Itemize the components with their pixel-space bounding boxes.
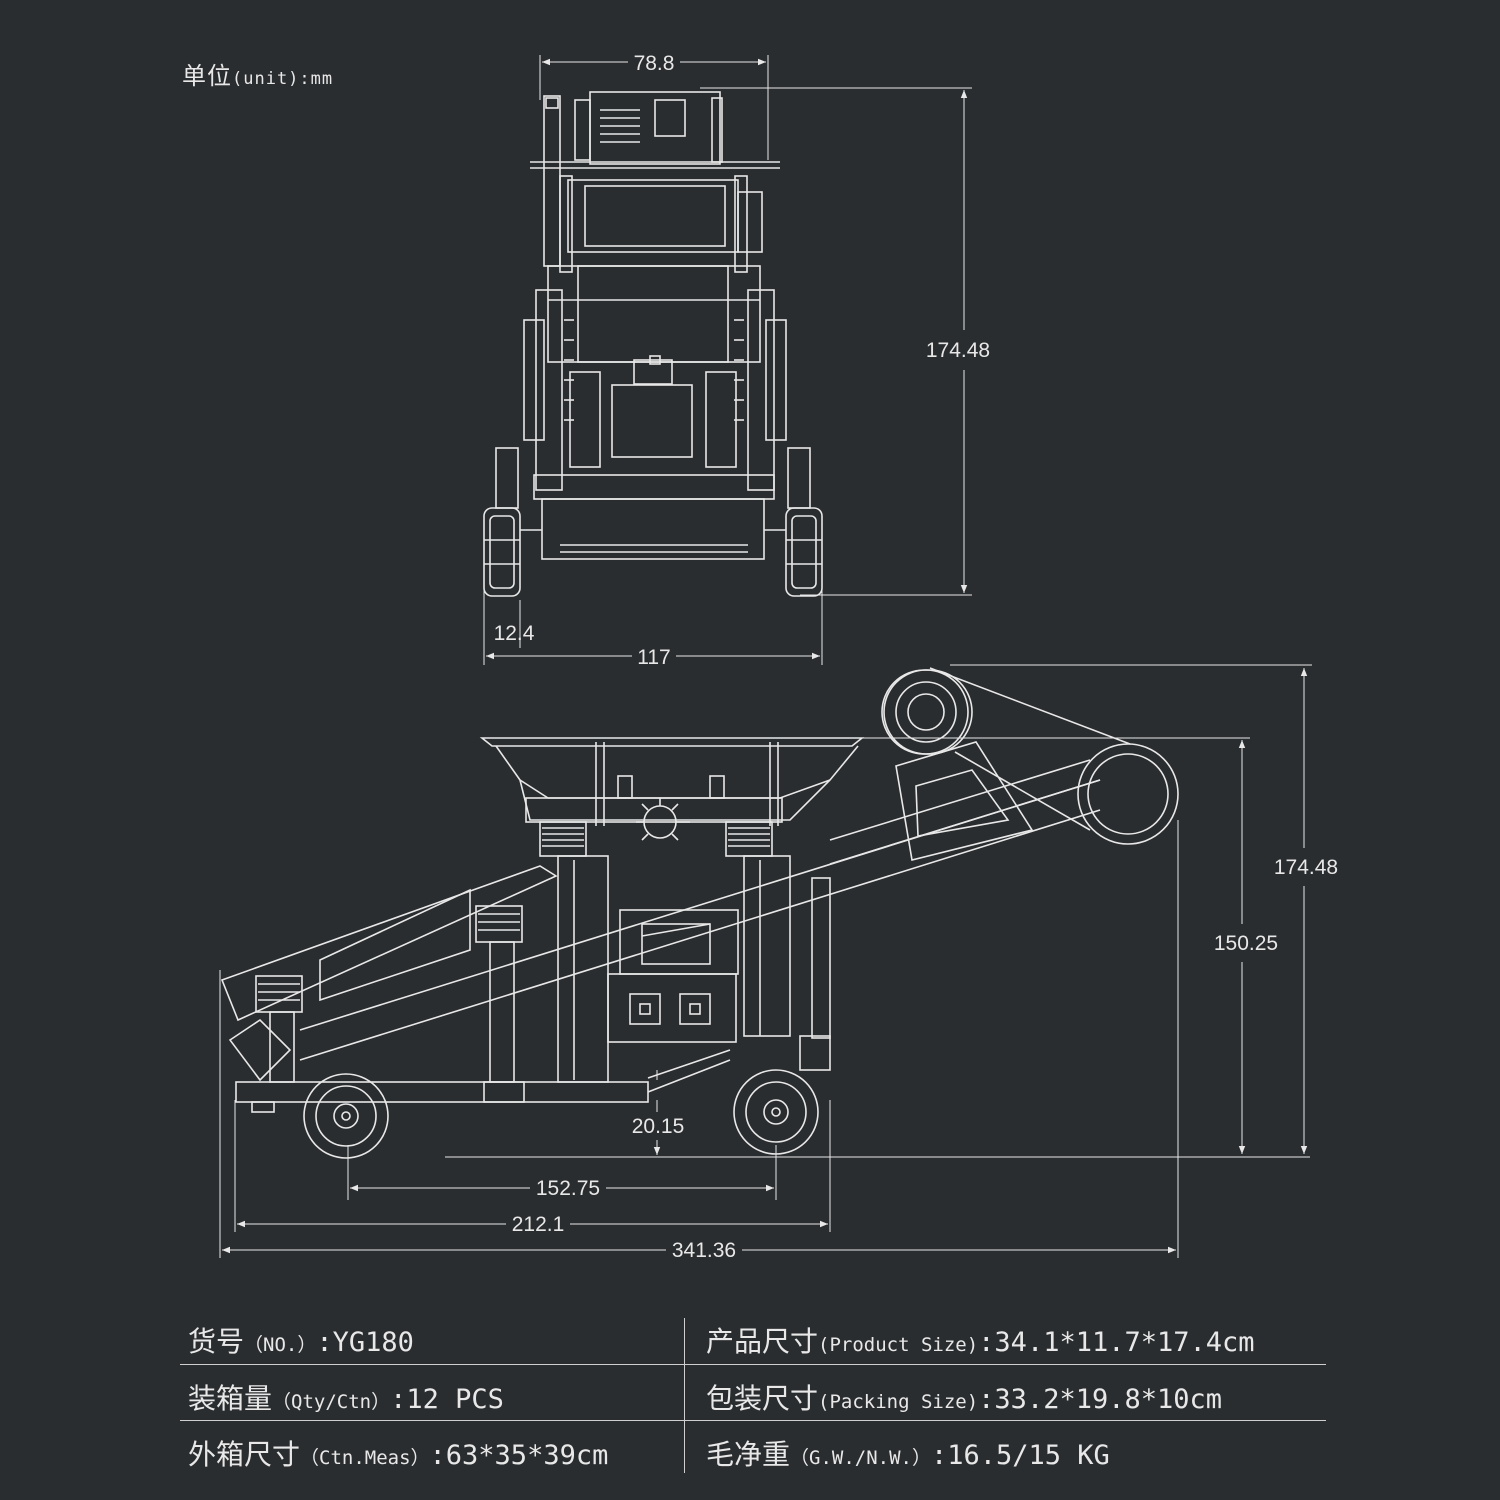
spec-value: :33.2*19.8*10cm xyxy=(978,1384,1223,1415)
technical-drawing: 78.8 174.48 12.4 117 174.48 150.25 20.15… xyxy=(219,52,1338,1262)
spec-row: 外箱尺寸（Ctn.Meas）:63*35*39cm 毛净重（G.W./N.W.）… xyxy=(180,1420,1326,1477)
spec-label-cn: 装箱量 xyxy=(188,1382,273,1415)
spec-weight: 毛净重（G.W./N.W.）:16.5/15 KG xyxy=(706,1433,1110,1473)
unit-label: 单位(unit):mm xyxy=(182,56,333,91)
spec-packing-size: 包装尺寸(Packing Size):33.2*19.8*10cm xyxy=(706,1377,1222,1417)
spec-value: :34.1*11.7*17.4cm xyxy=(978,1327,1255,1358)
spec-label-en: (Product Size) xyxy=(818,1334,979,1356)
spec-value: :12 PCS xyxy=(390,1384,504,1415)
spec-label-en: (Packing Size) xyxy=(818,1391,979,1413)
spec-label-en: （G.W./N.W.） xyxy=(790,1447,931,1469)
spec-label-cn: 毛净重 xyxy=(706,1438,791,1471)
unit-label-cn: 单位 xyxy=(182,63,232,90)
spec-row: 货号（NO.）:YG180 产品尺寸(Product Size):34.1*11… xyxy=(180,1308,1326,1364)
dim-wheelbase: 152.75 xyxy=(536,1177,600,1200)
spec-label-en: （NO.） xyxy=(244,1334,317,1356)
spec-qty: 装箱量（Qty/Ctn）:12 PCS xyxy=(188,1377,504,1417)
spec-product-size: 产品尺寸(Product Size):34.1*11.7*17.4cm xyxy=(706,1320,1255,1360)
front-view xyxy=(483,55,972,665)
spec-label-cn: 包装尺寸 xyxy=(706,1382,819,1415)
unit-label-suffix: :mm xyxy=(299,69,334,89)
spec-value: :63*35*39cm xyxy=(429,1440,609,1471)
unit-label-en: (unit) xyxy=(232,69,300,89)
dim-side-height-hopper: 150.25 xyxy=(1214,932,1278,955)
dim-top-width: 78.8 xyxy=(634,52,675,75)
spec-table: 货号（NO.）:YG180 产品尺寸(Product Size):34.1*11… xyxy=(180,1308,1326,1478)
dim-wheel-width: 12.4 xyxy=(494,622,535,645)
spec-value: :YG180 xyxy=(316,1327,414,1358)
dim-ground-clearance: 20.15 xyxy=(632,1115,685,1138)
spec-item-number: 货号（NO.）:YG180 xyxy=(188,1320,414,1360)
spec-label-en: （Qty/Ctn） xyxy=(272,1391,391,1413)
spec-value: :16.5/15 KG xyxy=(930,1440,1110,1471)
spec-label-cn: 外箱尺寸 xyxy=(188,1438,301,1471)
dim-total-length: 341.36 xyxy=(672,1239,736,1262)
dim-top-height: 174.48 xyxy=(926,339,990,362)
spec-row: 装箱量（Qty/Ctn）:12 PCS 包装尺寸(Packing Size):3… xyxy=(180,1364,1326,1421)
spec-label-en: （Ctn.Meas） xyxy=(300,1447,430,1469)
column-divider xyxy=(684,1318,685,1473)
dim-side-height-total: 174.48 xyxy=(1274,856,1338,879)
spec-label-cn: 产品尺寸 xyxy=(706,1325,819,1358)
spec-ctn-meas: 外箱尺寸（Ctn.Meas）:63*35*39cm xyxy=(188,1433,608,1473)
dim-front-width: 117 xyxy=(637,646,670,669)
spec-label-cn: 货号 xyxy=(188,1325,245,1358)
side-view xyxy=(219,664,1312,1258)
dim-base-length: 212.1 xyxy=(512,1213,565,1236)
